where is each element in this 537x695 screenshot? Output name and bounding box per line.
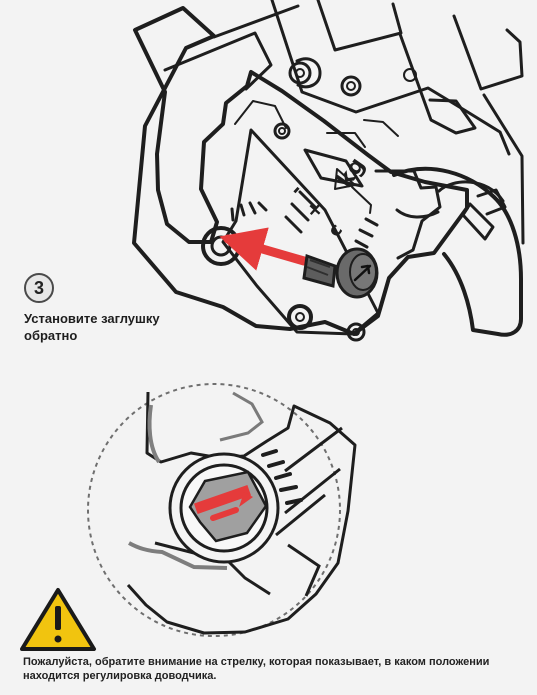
step-instruction-line-2: обратно [24, 328, 78, 343]
step-number: 3 [33, 277, 44, 298]
plus-label: + [300, 195, 329, 224]
warning-note: Пожалуйста, обратите внимание на стрелку… [23, 656, 490, 682]
target-hole [201, 226, 241, 266]
red-arrow-icon [219, 227, 309, 271]
step-number-badge: 3 [24, 273, 54, 303]
step-instruction: Установите заглушку обратно [24, 310, 184, 344]
unit-label: c [324, 219, 347, 241]
plug-target [201, 226, 309, 271]
detail-view [87, 383, 357, 637]
plug-icon [302, 247, 379, 299]
step-instruction-line-1: Установите заглушку [24, 311, 160, 326]
top-mechanism [132, 0, 525, 342]
warning-icon [20, 588, 96, 651]
